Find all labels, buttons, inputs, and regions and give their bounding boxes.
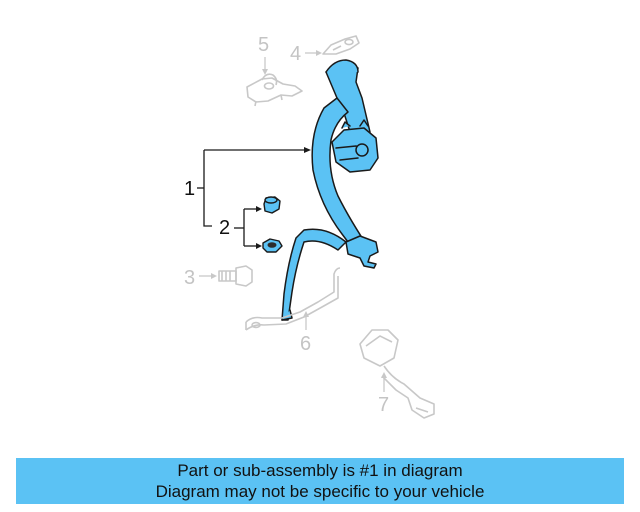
caption-banner: Part or sub-assembly is #1 in diagram Di… bbox=[16, 458, 624, 504]
leader-arrow-6 bbox=[303, 311, 309, 317]
leader-arrow-2a bbox=[256, 206, 262, 212]
leader-arrow-3 bbox=[211, 273, 217, 279]
callout-2: 2 bbox=[219, 217, 230, 239]
leader-arrow-1 bbox=[304, 147, 311, 153]
leader-arrow-2b bbox=[256, 243, 262, 249]
leader-arrow-4 bbox=[316, 50, 322, 56]
callout-4: 4 bbox=[290, 43, 301, 65]
callout-1: 1 bbox=[184, 178, 195, 200]
caption-line-2: Diagram may not be specific to your vehi… bbox=[155, 482, 485, 501]
leader-arrow-7 bbox=[381, 372, 387, 378]
buckle-icon bbox=[359, 329, 435, 419]
callout-3: 3 bbox=[184, 267, 195, 289]
callout-1-bracket bbox=[197, 149, 304, 227]
bolt-icon bbox=[218, 265, 253, 287]
leader-arrow-5 bbox=[262, 69, 268, 75]
seat-belt-assembly-icon bbox=[281, 59, 379, 321]
anchor-plug-icon bbox=[262, 196, 283, 253]
callout-7: 7 bbox=[378, 394, 389, 416]
callout-5: 5 bbox=[258, 34, 269, 56]
retractor-cover-icon bbox=[246, 73, 303, 107]
guide-bracket-icon bbox=[322, 35, 360, 55]
lap-belt-rail-icon bbox=[245, 267, 341, 331]
callout-6: 6 bbox=[300, 333, 311, 355]
caption-line-1: Part or sub-assembly is #1 in diagram bbox=[177, 461, 463, 480]
callout-2-bracket bbox=[234, 208, 256, 247]
parts-diagram: 5 4 1 2 bbox=[184, 34, 435, 419]
